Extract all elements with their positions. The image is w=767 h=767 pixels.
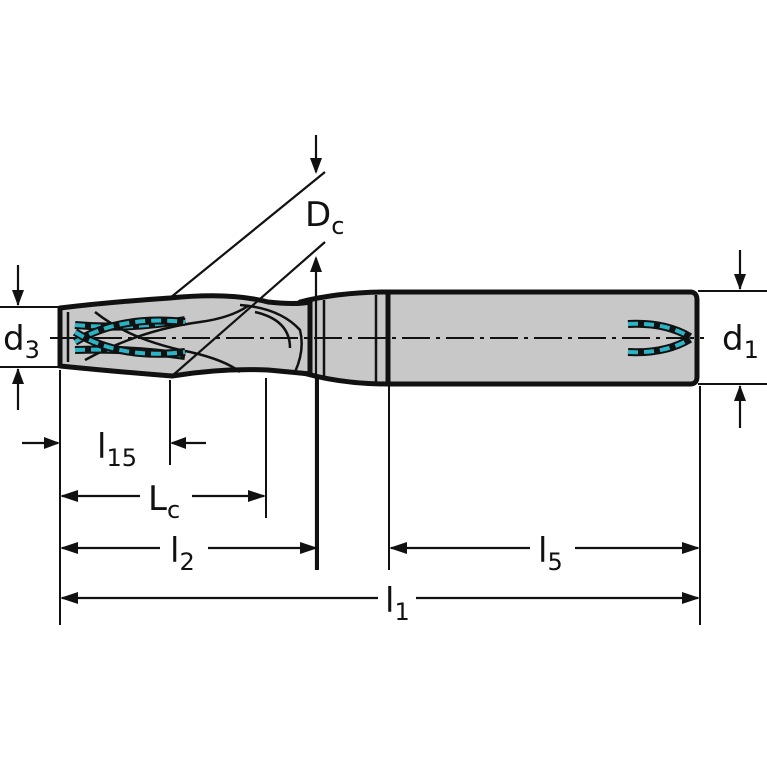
flute-curve-4 xyxy=(254,310,292,349)
dc-label: Dc xyxy=(305,195,344,240)
l15-label: l15 xyxy=(97,427,137,472)
d1-dimension: d1 xyxy=(698,250,767,428)
flute-section xyxy=(57,293,313,379)
d1-label: d1 xyxy=(722,319,759,364)
l5-label: l5 xyxy=(538,531,563,576)
l1-label: l1 xyxy=(385,581,410,626)
l1-dimension: l1 xyxy=(60,581,700,626)
d3-label: d3 xyxy=(3,319,40,364)
dc-dimension: Dc xyxy=(169,135,344,570)
lc-label: Lc xyxy=(148,479,180,524)
l15-dimension: l15 xyxy=(22,427,206,472)
l2-label: l2 xyxy=(170,531,195,576)
l5-dimension: l5 xyxy=(389,531,700,576)
lc-dimension: Lc xyxy=(60,479,266,524)
l2-dimension: l2 xyxy=(60,531,318,576)
extension-lines xyxy=(59,370,701,625)
flute-curve-3 xyxy=(239,303,303,373)
neck xyxy=(297,289,391,387)
tool-body xyxy=(50,289,705,387)
coolant-channels xyxy=(72,316,693,360)
d3-dimension: d3 xyxy=(0,265,68,410)
